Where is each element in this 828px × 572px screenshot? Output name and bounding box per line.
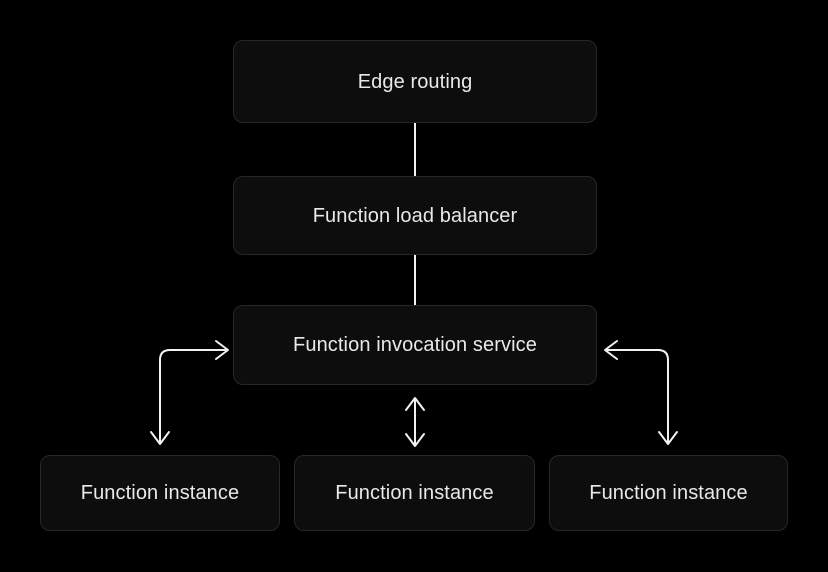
arrowhead-up-icon: [405, 397, 425, 411]
node-function-instance-center[interactable]: Function instance: [294, 455, 535, 531]
connector-invocation-service-to-instance-right: [604, 340, 678, 445]
node-label: Edge routing: [357, 70, 473, 93]
node-function-instance-right[interactable]: Function instance: [549, 455, 788, 531]
connector-right-path: [605, 349, 669, 444]
connector-left-path: [159, 349, 228, 444]
node-function-invocation-service[interactable]: Function invocation service: [233, 305, 597, 385]
node-function-load-balancer[interactable]: Function load balancer: [233, 176, 597, 255]
connector-invocation-service-to-instance-center: [405, 397, 425, 447]
node-label: Function load balancer: [312, 204, 518, 227]
node-function-instance-left[interactable]: Function instance: [40, 455, 280, 531]
arrowhead-right-icon: [215, 340, 229, 360]
node-edge-routing[interactable]: Edge routing: [233, 40, 597, 123]
node-label: Function instance: [589, 482, 748, 504]
arrowhead-down-icon: [150, 431, 170, 445]
node-label: Function invocation service: [293, 334, 537, 356]
arrowhead-down-icon: [658, 431, 678, 445]
arrowhead-left-icon: [604, 340, 618, 360]
node-label: Function instance: [80, 482, 240, 504]
node-label: Function instance: [335, 482, 494, 504]
connector-invocation-service-to-instance-left: [150, 340, 229, 445]
arrowhead-down-icon: [405, 433, 425, 447]
